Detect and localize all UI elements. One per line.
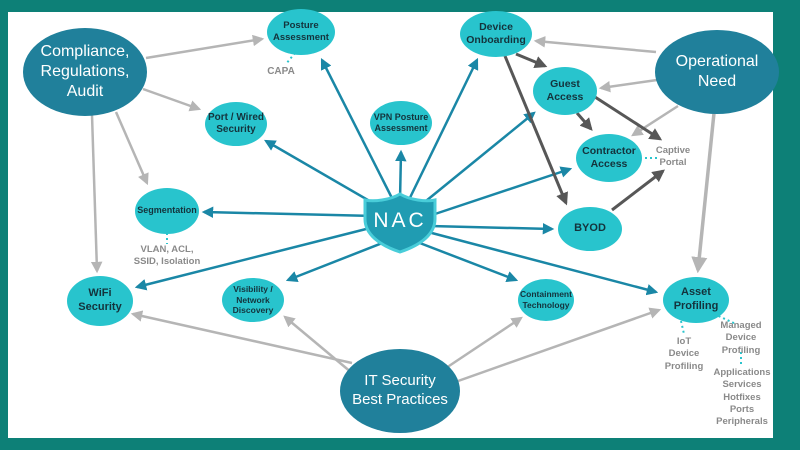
annotation-managed-device-profiling: Managed Device Profiling [720,320,762,356]
operational-to-device-onboarding-arrow [533,36,657,54]
node-operational-need: Operational Need [655,30,779,114]
dotted-connectors [166,52,742,366]
compliance-to-wifi-arrow [90,114,103,274]
asset-to-managed-dots [713,313,737,325]
nac-arrows [134,57,659,296]
nac-shield [363,192,437,254]
nac-to-posture-assessment-arrow [320,57,400,211]
node-port-wired-security: Port / Wired Security [205,102,267,146]
itsec-to-visibility-arrow [283,315,359,379]
node-contractor-access: Contractor Access [576,134,642,182]
nac-to-guest-access-arrow [409,111,536,215]
annotation-captive-portal: Captive Portal [655,145,691,169]
nac-label: NAC [373,209,427,232]
annotation-asset-profiling-details: Applications Services Hotfixes Ports Per… [713,367,771,428]
nac-to-device-onboarding-arrow [402,57,479,211]
operational-to-asset-arrow [691,112,716,274]
node-asset-profiling: Asset Profiling [663,277,729,323]
node-compliance-regulations-audit: Compliance, Regulations, Audit [23,28,147,116]
guest-to-contractor-arrow [575,112,593,131]
nac-to-containment-arrow [411,238,519,283]
posture-to-capa-dots [285,52,296,65]
operational-to-guest-arrow [598,78,658,93]
node-posture-assessment: Posture Assessment [267,9,335,55]
nac-to-contractor-access-arrow [419,166,573,221]
compliance-to-posture-arrow [145,34,265,60]
annotation-capa: CAPA [267,66,295,77]
nac-to-visibility-arrow [285,238,391,282]
node-containment-technology: Containment Technology [518,279,574,321]
itsec-to-containment-arrow [445,316,523,370]
itsec-to-asset-arrow [457,307,662,383]
nac-to-byod-arrow [429,223,555,235]
device-to-byod-arrow [503,55,568,206]
compliance-to-port-wired-arrow [142,87,202,112]
node-byod: BYOD [558,207,622,251]
node-guest-access: Guest Access [533,67,597,115]
node-wifi-security: WiFi Security [67,276,133,326]
itsec-to-wifi-arrow [130,310,353,365]
byod-to-captive-portal-arrow [611,169,666,212]
annotation-iot-device-profiling: IoT Device Profiling [664,336,704,372]
node-segmentation: Segmentation [135,188,199,234]
device-to-guest-arrow [515,52,548,68]
asset-to-iot-dots [680,320,685,335]
node-visibility-network-discovery: Visibility / Network Discovery [222,278,284,322]
annotation-vlan-acl-ssid-isolation: VLAN, ACL, SSID, Isolation [133,244,201,268]
guest-to-captive-portal-arrow [594,95,663,141]
nac-to-asset-profiling-arrow [427,230,659,296]
driver-arrows [90,34,716,383]
operational-to-contractor-arrow [631,104,679,137]
node-it-security-best-practices: IT Security Best Practices [340,349,460,433]
nac-to-vpn-posture-arrow [395,149,407,201]
node-vpn-posture-assessment: VPN Posture Assessment [370,101,432,145]
flow-arrows [503,52,666,212]
nac-to-wifi-security-arrow [134,224,379,291]
nac-to-segmentation-arrow [201,206,376,218]
compliance-to-segmentation-arrow [114,111,149,186]
node-device-onboarding: Device Onboarding [460,11,532,57]
